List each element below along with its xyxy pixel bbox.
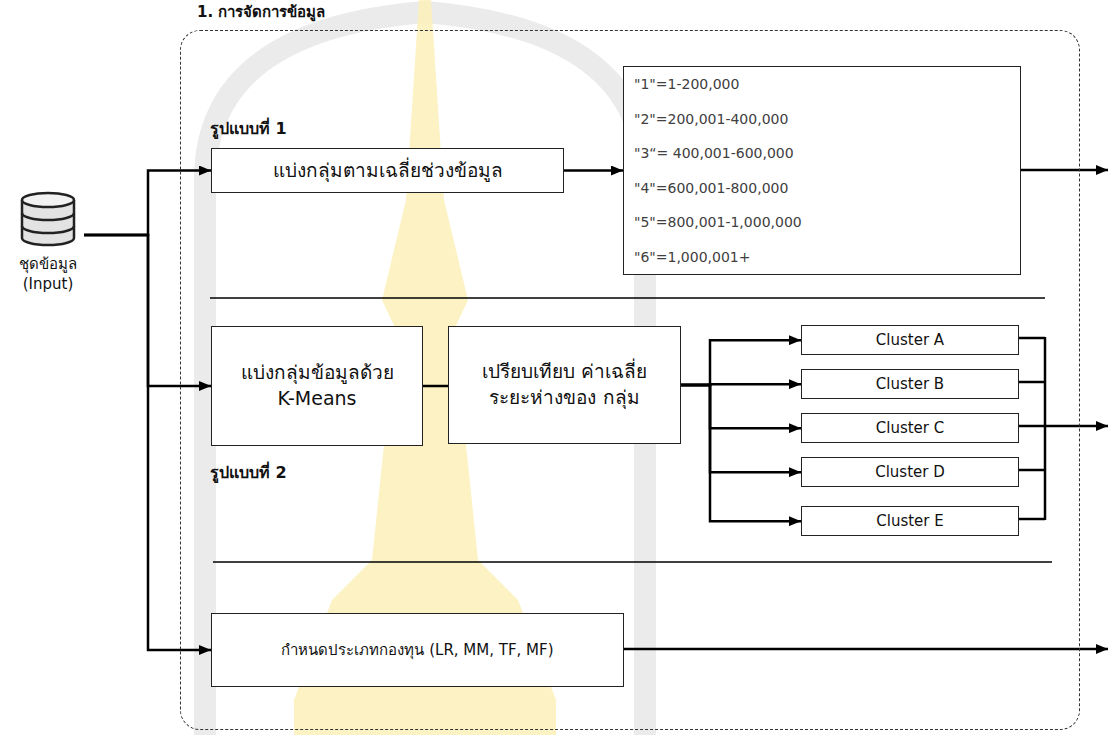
node-label: Cluster B <box>876 374 944 394</box>
connector-arrow <box>681 385 801 521</box>
node-label: กำหนดประเภทกองทุน (LR, MM, TF, MF) <box>281 640 553 660</box>
process-box: แบ่งกลุ่มข้อมูลด้วย K-Means <box>211 326 423 446</box>
node-label: แบ่งกลุ่มข้อมูลด้วย K-Means <box>232 360 402 411</box>
cluster-box: Cluster D <box>801 457 1019 487</box>
section-separator <box>210 297 1045 299</box>
node-label: Cluster D <box>875 462 945 482</box>
connector-arrow <box>681 385 801 472</box>
section-label: รูปแบบที่ 2 <box>210 460 287 485</box>
range-text: "4"=600,001-800,000 <box>634 171 788 206</box>
range-list-box: "1"=1-200,000"2"=200,001-400,000"3“= 400… <box>623 66 1021 275</box>
range-text: "1"=1-200,000 <box>634 67 739 102</box>
output-arrow <box>1045 425 1108 428</box>
output-arrow <box>623 648 1108 651</box>
section-separator <box>213 561 1052 563</box>
connector-arrow <box>84 171 211 236</box>
database-icon <box>16 190 80 248</box>
node-label: Cluster A <box>876 330 944 350</box>
process-box: เปรียบเทียบ ค่าเฉลี่ยระยะห่างของ กลุ่ม <box>448 326 681 444</box>
range-text: "5"=800,001-1,000,000 <box>634 205 802 240</box>
connector-arrow <box>84 235 211 650</box>
output-arrow <box>1020 169 1108 172</box>
range-text: "6"=1,000,001+ <box>634 240 751 275</box>
cluster-box: Cluster E <box>801 506 1019 536</box>
fund-type-box: กำหนดประเภทกองทุน (LR, MM, TF, MF) <box>211 613 624 687</box>
range-text: "2"=200,001-400,000 <box>634 102 788 137</box>
range-text: "3“= 400,001-600,000 <box>634 136 794 171</box>
cluster-box: Cluster C <box>801 413 1019 443</box>
process-box: แบ่งกลุ่มตามเฉลี่ยช่วงข้อมูล <box>211 148 564 193</box>
cluster-box: Cluster B <box>801 369 1019 399</box>
cluster-box: Cluster A <box>801 325 1019 355</box>
node-label: Cluster E <box>876 511 944 531</box>
connector-arrow <box>423 385 448 388</box>
node-label: เปรียบเทียบ ค่าเฉลี่ยระยะห่างของ กลุ่ม <box>462 359 667 410</box>
node-label: ชุดข้อมูล (Input) <box>12 254 84 295</box>
group-title: 1. การจัดการข้อมูล <box>197 2 325 22</box>
connector-arrow <box>564 169 623 172</box>
database-node: ชุดข้อมูล (Input) <box>12 190 84 295</box>
dashed-group-frame: 1. การจัดการข้อมูลแบ่งกลุ่มตามเฉลี่ยช่วง… <box>180 30 1080 730</box>
node-label: Cluster C <box>876 418 944 438</box>
section-label: รูปแบบที่ 1 <box>210 116 287 141</box>
connector-arrow <box>681 385 801 428</box>
connector-arrow <box>681 340 801 385</box>
cluster-merge <box>1018 337 1045 520</box>
node-label: แบ่งกลุ่มตามเฉลี่ยช่วงข้อมูล <box>273 158 503 184</box>
